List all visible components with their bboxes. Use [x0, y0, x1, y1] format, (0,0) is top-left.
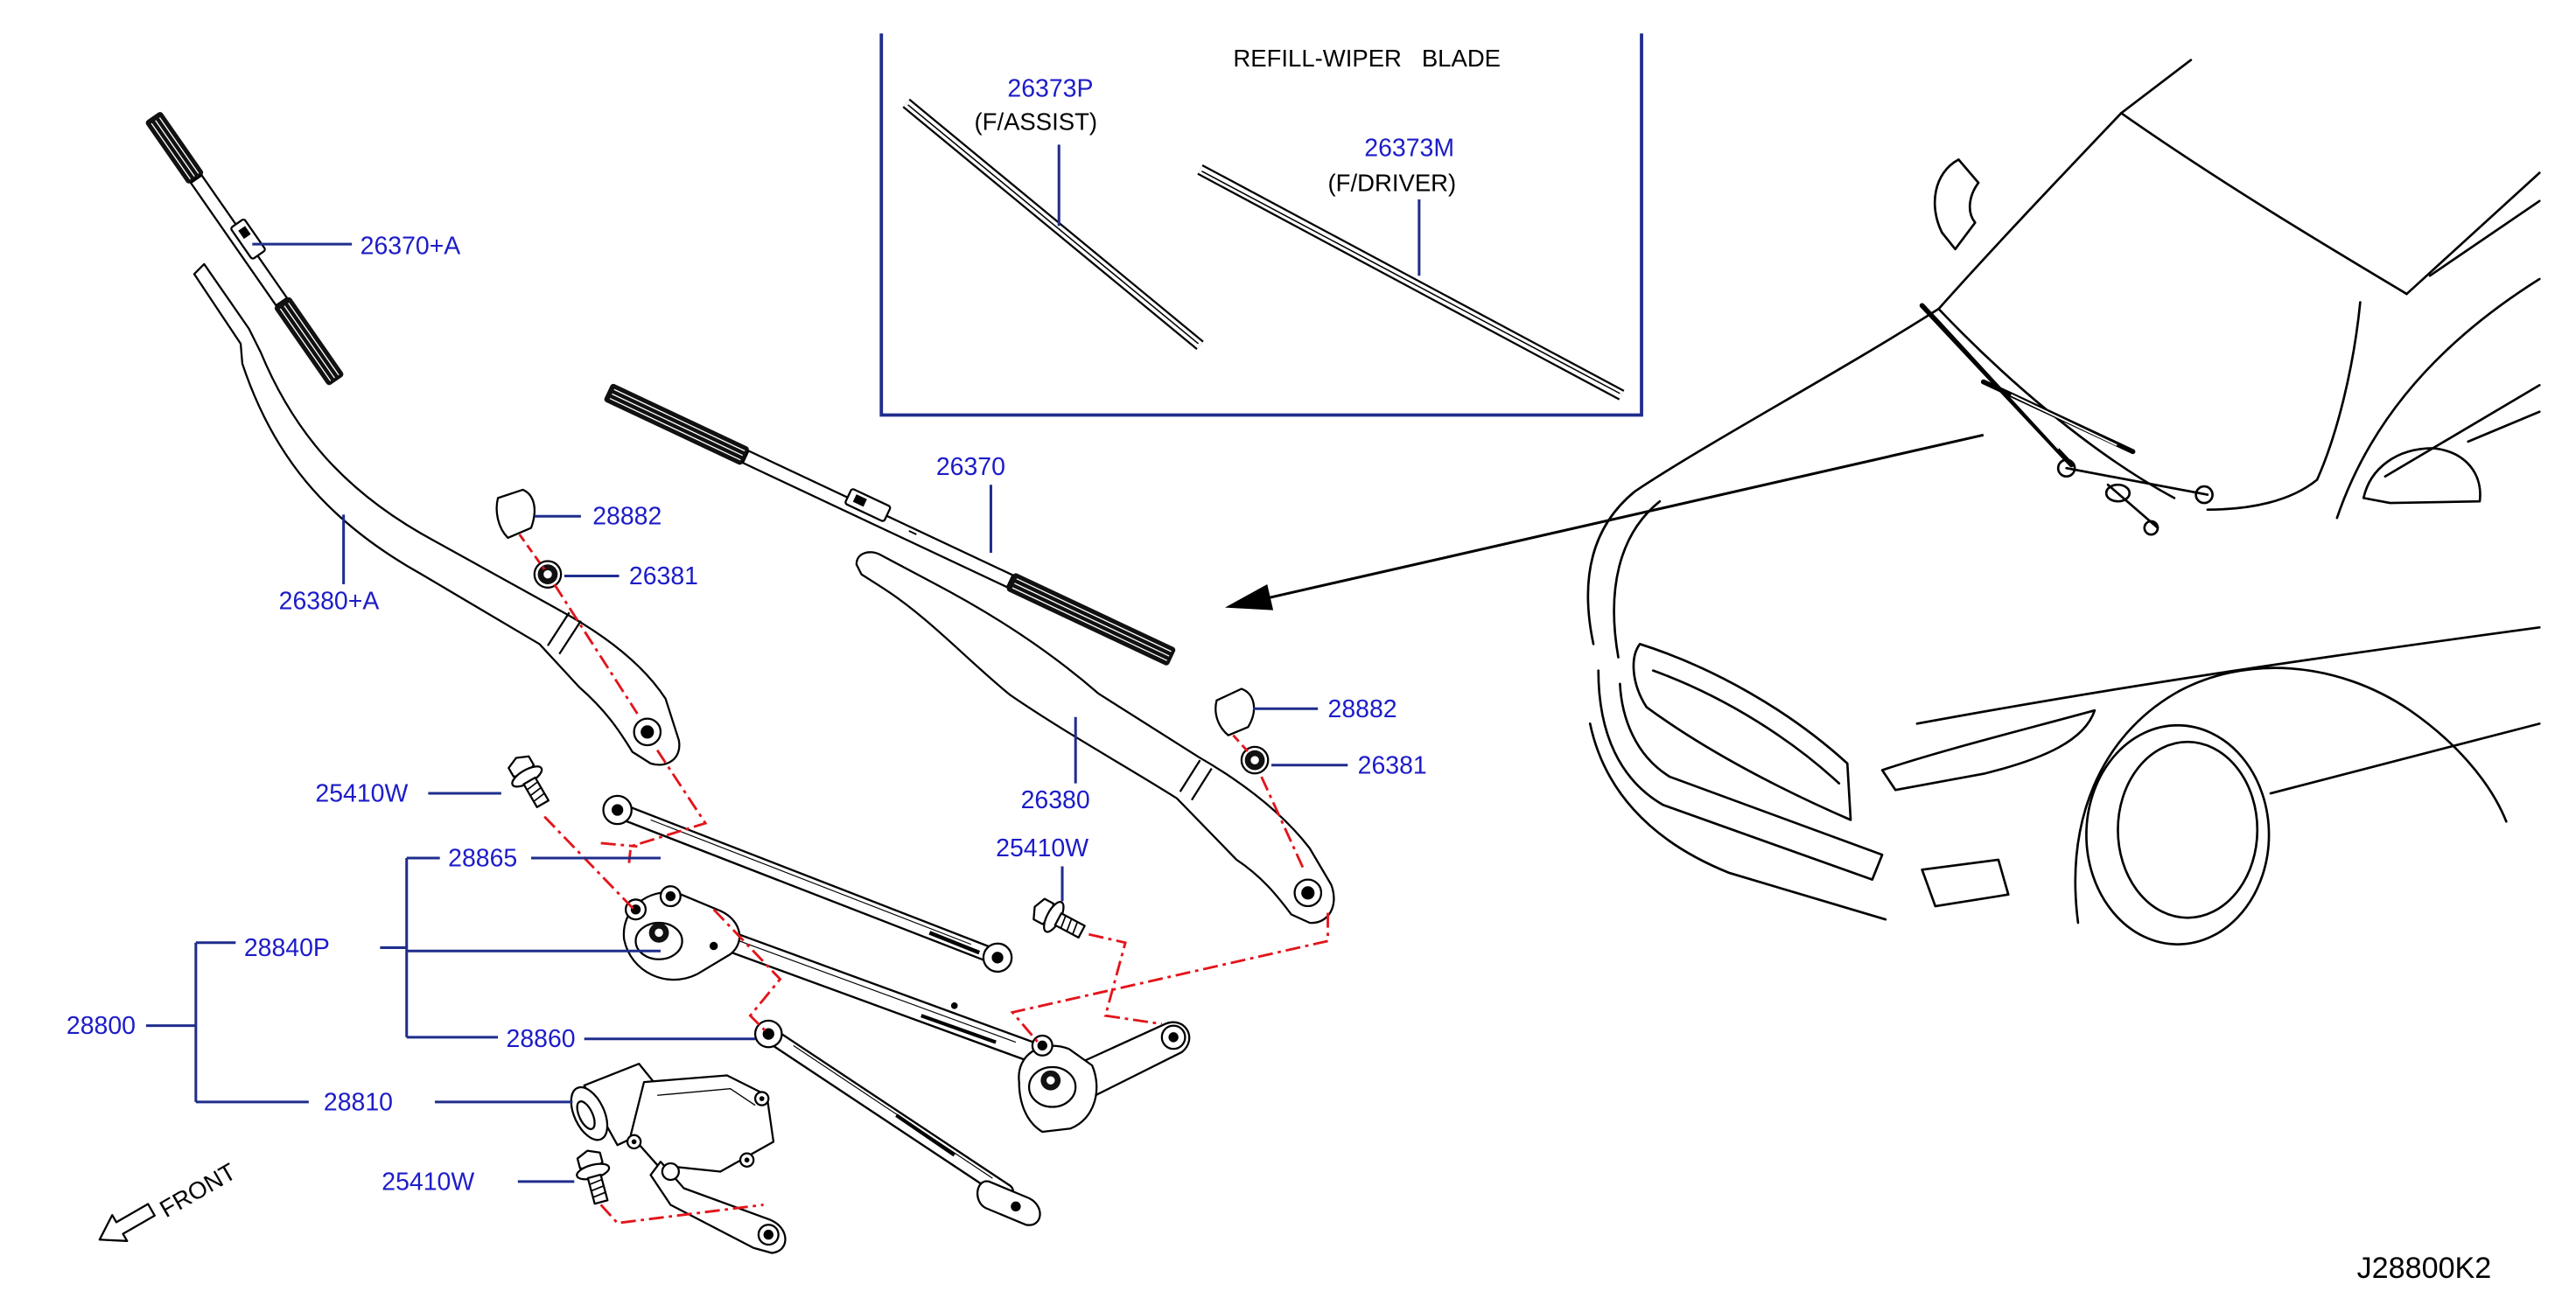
headlight-left — [1632, 642, 1852, 821]
refill-strip-driver — [1197, 164, 1625, 401]
right-mirror — [2362, 447, 2482, 505]
callout-28800: 28800 — [66, 1012, 136, 1040]
left-mirror — [1933, 158, 1980, 251]
wheel-arch — [2074, 666, 2508, 925]
fog-light — [1921, 858, 2010, 908]
bolt-upper — [508, 755, 550, 808]
front-wheel — [2085, 723, 2271, 946]
arm-nut-right — [1240, 745, 1270, 775]
diagram-code: J28800K2 — [2357, 1252, 2492, 1285]
pivot-cap-left — [495, 488, 536, 540]
hood-front-edge — [1586, 307, 1940, 646]
headlight-left-inner — [1651, 669, 1841, 785]
callout-26380: 26380 — [1021, 786, 1090, 814]
wiper-arm-right — [855, 551, 1335, 925]
assembly-brackets — [145, 856, 756, 1104]
grille — [1597, 669, 1884, 881]
callout-26380a: 26380+A — [279, 587, 380, 615]
right-a-pillar-inner — [2428, 199, 2541, 277]
wiper-blade-left — [145, 112, 344, 386]
connecting-link-rod — [753, 1019, 1041, 1226]
callout-25410w-middle: 25410W — [996, 834, 1088, 862]
pivot-left — [622, 885, 741, 981]
drive-link-rod — [699, 923, 1044, 1064]
headlight-right — [1880, 708, 2096, 792]
body-side-line — [2269, 722, 2541, 795]
callout-note-assist: (F/ASSIST) — [974, 108, 1097, 135]
callout-28882-right: 28882 — [1328, 695, 1397, 723]
wiper-blade-right — [604, 383, 1176, 666]
bolt-lower — [576, 1149, 611, 1205]
callout-26381-right: 26381 — [1358, 751, 1427, 779]
vehicle-wiper-system — [1919, 303, 2214, 536]
callout-28882-left: 28882 — [592, 503, 662, 531]
callout-26381-left: 26381 — [629, 562, 698, 590]
front-arrow-icon — [98, 1203, 156, 1242]
callout-note-driver: (F/DRIVER) — [1328, 169, 1457, 196]
refill-strip-assist — [902, 98, 1204, 350]
inset-frame — [879, 33, 1643, 417]
callout-26370: 26370 — [936, 453, 1005, 481]
pivot-right — [1018, 1021, 1191, 1134]
arm-nut-left — [533, 560, 563, 589]
bolt-middle — [1032, 897, 1086, 939]
front-bumper — [1588, 722, 1887, 921]
callout-28840p: 28840P — [244, 934, 330, 962]
hood-right-edge — [1915, 626, 2541, 725]
front-wheel-rim — [2117, 740, 2259, 919]
right-door-window — [2335, 277, 2541, 520]
crank-link-rod — [602, 794, 1013, 974]
hood-front-inner — [1613, 499, 1662, 659]
refill-inset: REFILL-WIPER BLADE 26373P (F/ASSIST) 263… — [879, 33, 1643, 417]
callout-28810: 28810 — [324, 1088, 393, 1116]
view-pointer-arrow-icon — [1224, 433, 1984, 611]
windshield-right-frame — [2206, 301, 2362, 511]
wiper-motor — [570, 1063, 787, 1254]
right-window-sill — [2384, 384, 2541, 478]
callout-26370a: 26370+A — [360, 233, 461, 261]
callout-28860: 28860 — [507, 1025, 576, 1053]
wiper-linkage — [602, 794, 1191, 1226]
callout-26373m: 26373M — [1364, 135, 1454, 163]
windshield-base — [1937, 307, 2176, 499]
wiper-arm-left — [192, 262, 681, 766]
right-door-line — [2467, 410, 2541, 443]
pivot-cap-right — [1214, 687, 1256, 736]
callout-26373p: 26373P — [1007, 74, 1093, 102]
windshield-top-edge — [2119, 111, 2408, 296]
vehicle-illustration — [1586, 59, 2541, 946]
left-a-pillar — [1937, 59, 2193, 311]
installation-centerlines — [518, 534, 1329, 1225]
right-a-pillar — [2405, 171, 2541, 296]
callout-25410w-lower: 25410W — [382, 1168, 474, 1196]
front-label: FRONT — [155, 1158, 241, 1223]
callout-28865: 28865 — [448, 844, 517, 872]
inset-title: REFILL-WIPER BLADE — [1233, 45, 1501, 72]
callout-25410w-upper: 25410W — [315, 780, 408, 808]
